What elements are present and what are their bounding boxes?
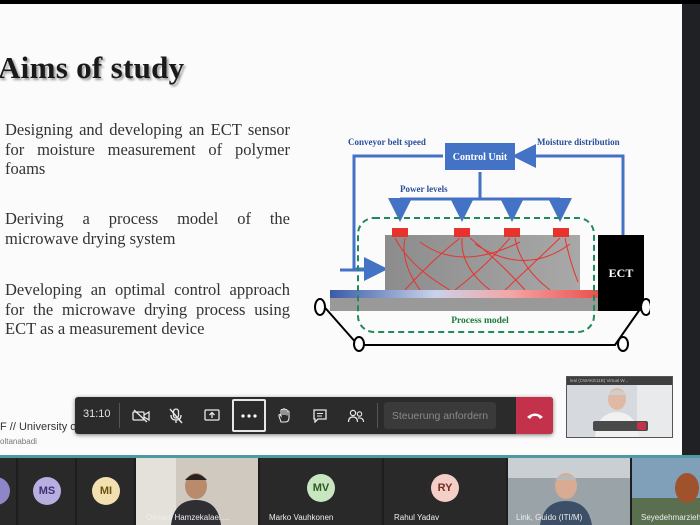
raise-hand-icon[interactable] bbox=[267, 397, 301, 434]
control-unit-box bbox=[445, 143, 515, 170]
ect-label: ECT bbox=[609, 266, 634, 280]
bullet-3: Developing an optimal control approach f… bbox=[5, 280, 290, 338]
participants-icon[interactable] bbox=[339, 397, 373, 434]
participant-video-omrani[interactable]: Omrani Hamzekalaei,... bbox=[136, 458, 258, 525]
share-screen-icon[interactable] bbox=[195, 397, 229, 434]
meeting-toolbar: 31:10 Steuerung anfordern bbox=[75, 397, 553, 434]
power-levels-label: Power levels bbox=[400, 184, 448, 194]
top-bar bbox=[0, 0, 700, 4]
self-view-controls[interactable] bbox=[593, 421, 648, 431]
participant-tile[interactable] bbox=[0, 458, 16, 525]
video-off-icon[interactable] bbox=[124, 397, 158, 434]
slide-title: Aims of study bbox=[0, 50, 185, 85]
self-view-title: leal (CWAKE11B) Virtual W... bbox=[567, 377, 672, 385]
bullet-2: Deriving a process model of the microwav… bbox=[5, 209, 290, 248]
participant-name: Rahul Yadav bbox=[394, 513, 440, 522]
chat-icon[interactable] bbox=[303, 397, 337, 434]
participant-name: Marko Vauhkonen bbox=[269, 513, 334, 522]
more-options-icon[interactable] bbox=[232, 399, 266, 432]
participant-tile-mv[interactable]: MV Marko Vauhkonen bbox=[260, 458, 382, 525]
participant-tile-ry[interactable]: RY Rahul Yadav bbox=[384, 458, 506, 525]
conveyor-speed-label: Conveyor belt speed bbox=[348, 137, 426, 147]
request-control-button[interactable]: Steuerung anfordern bbox=[384, 402, 496, 429]
participant-name: Omrani Hamzekalaei,... bbox=[146, 513, 230, 522]
control-unit-label: Control Unit bbox=[453, 152, 508, 163]
participant-tile-mi[interactable]: MI bbox=[77, 458, 134, 525]
footer-author: oltanabadi bbox=[0, 437, 37, 446]
hang-up-icon[interactable] bbox=[516, 397, 553, 434]
footer-university: F // University o bbox=[0, 421, 77, 433]
process-model-boundary bbox=[357, 217, 595, 333]
process-model-label: Process model bbox=[451, 316, 509, 326]
avatar: MI bbox=[92, 477, 120, 505]
participant-tile-ms[interactable]: MS bbox=[18, 458, 75, 525]
process-diagram: Control Unit Conveyor belt speed Moistur… bbox=[314, 137, 650, 352]
avatar: MS bbox=[33, 477, 61, 505]
self-view-hangup-icon[interactable] bbox=[637, 422, 646, 430]
participant-video-link[interactable]: Link, Guido (ITI/M) bbox=[508, 458, 630, 525]
bullet-1: Designing and developing an ECT sensor f… bbox=[5, 120, 290, 178]
participant-video-seyedeh[interactable]: Seyedehmarzieh bbox=[632, 458, 700, 525]
right-edge bbox=[682, 4, 700, 456]
meeting-timer: 31:10 bbox=[83, 408, 111, 420]
participant-name: Seyedehmarzieh bbox=[641, 513, 700, 522]
avatar: MV bbox=[307, 474, 335, 502]
self-view-video[interactable]: leal (CWAKE11B) Virtual W... bbox=[566, 376, 673, 438]
ect-sensor bbox=[598, 235, 644, 311]
moisture-distribution-label: Moisture distribution bbox=[537, 137, 620, 147]
mic-off-icon[interactable] bbox=[159, 397, 193, 434]
participant-strip-divider bbox=[0, 455, 700, 458]
avatar: RY bbox=[431, 474, 459, 502]
participant-name: Link, Guido (ITI/M) bbox=[516, 513, 583, 522]
